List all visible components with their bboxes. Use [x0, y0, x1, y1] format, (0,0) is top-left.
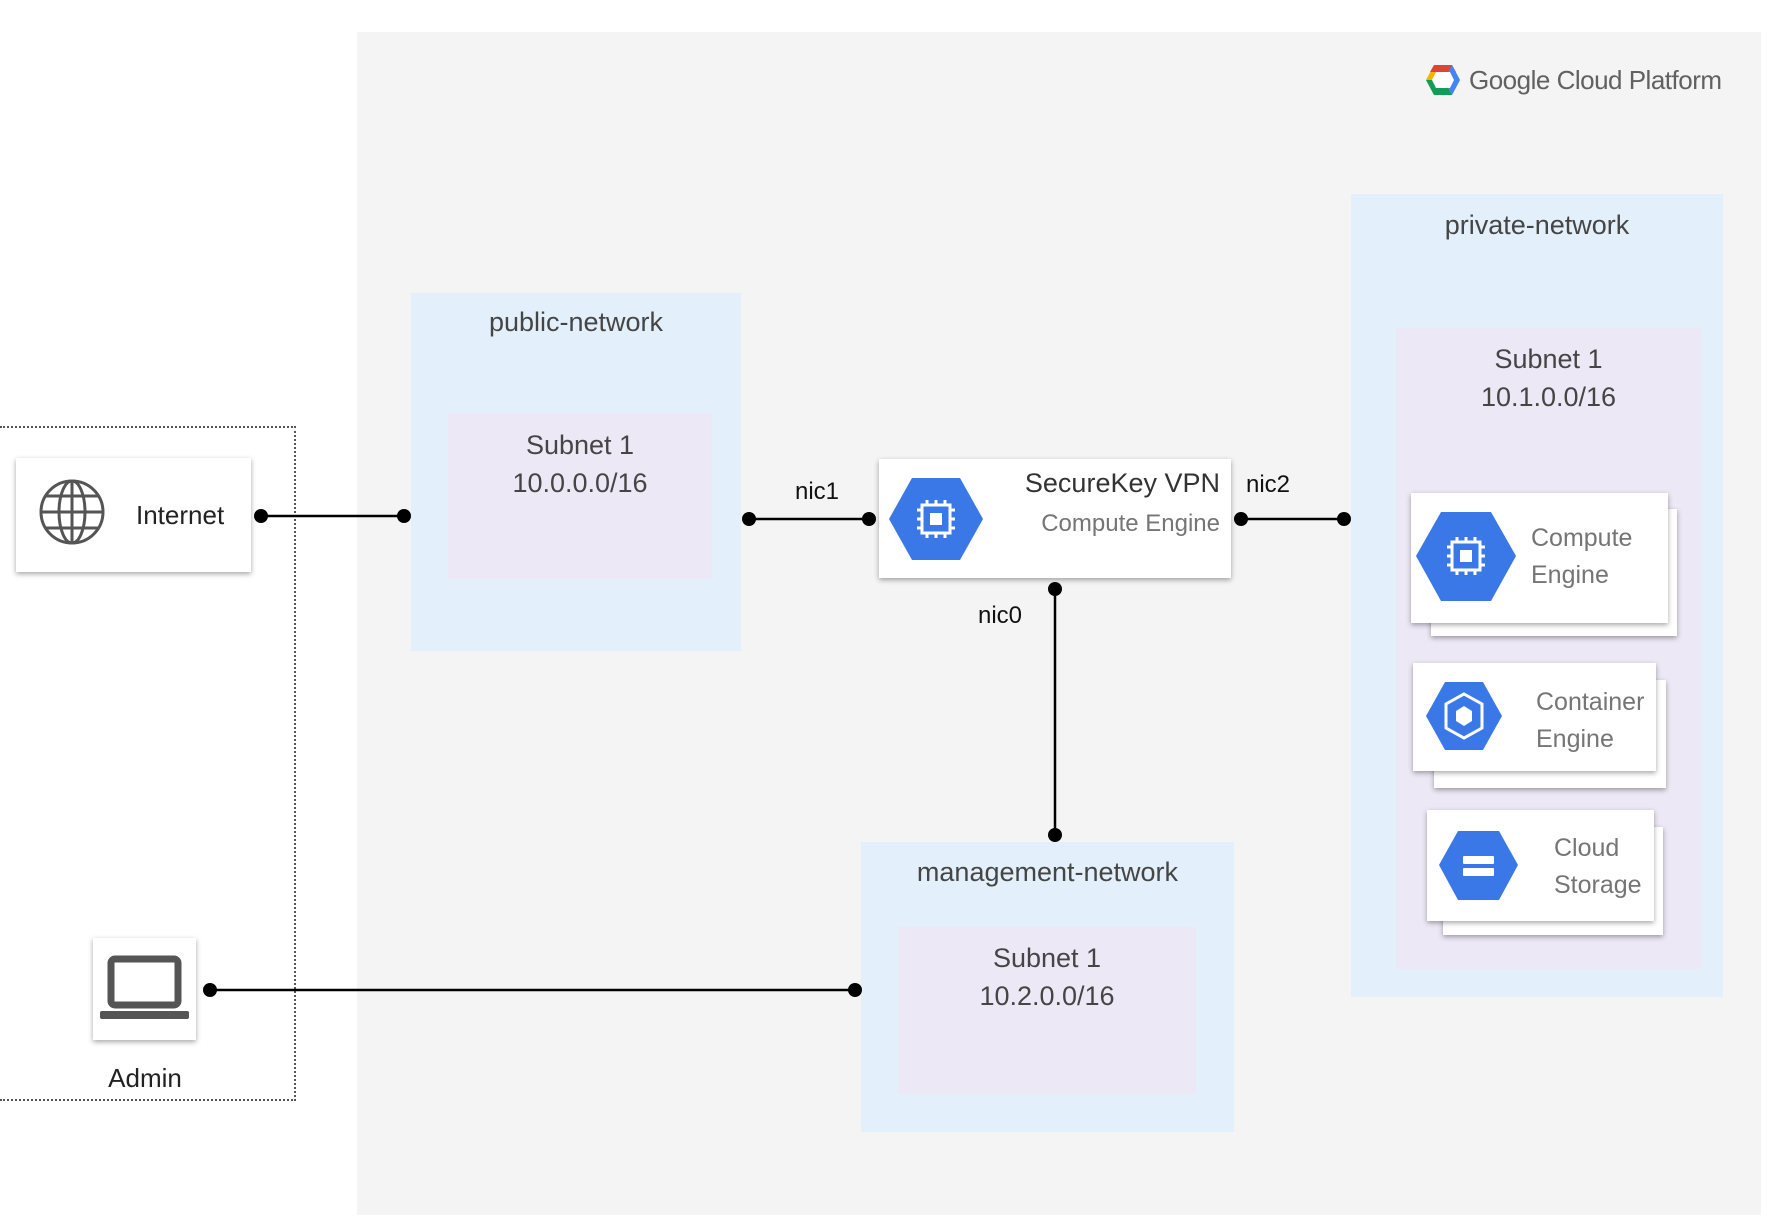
compute-engine-icon — [1415, 510, 1517, 603]
admin-port-dot — [203, 983, 217, 997]
management-port-dot — [1048, 828, 1062, 842]
vpn-nic2-dot — [1234, 512, 1248, 526]
public-net-port-dot — [742, 512, 756, 526]
internet-label: Internet — [136, 500, 225, 530]
service-line1: Container — [1536, 688, 1645, 716]
cloud-storage-icon — [1438, 829, 1519, 902]
public-subnet-cidr: 10.0.0.0/16 — [512, 468, 648, 498]
private-network-label: private-network — [1444, 210, 1630, 240]
vpn-nic1-dot — [862, 512, 876, 526]
service-line1: Cloud — [1554, 834, 1620, 862]
service-line2: Engine — [1531, 561, 1609, 589]
nic1-label: nic1 — [795, 478, 840, 505]
public-subnet-name: Subnet 1 — [525, 430, 635, 460]
public-network-label: public-network — [488, 307, 664, 337]
private-subnet-cidr: 10.1.0.0/16 — [1480, 382, 1617, 412]
management-subnet — [898, 927, 1196, 1094]
management-subnet-name: Subnet 1 — [992, 943, 1102, 973]
nic0-label: nic0 — [978, 602, 1023, 629]
public-subnet — [448, 413, 712, 579]
vpn-title: SecureKey VPN — [1024, 468, 1220, 498]
external-zone — [0, 426, 296, 1101]
service-line2: Engine — [1536, 725, 1614, 753]
management-network-label: management-network — [916, 857, 1179, 887]
gcp-brand-text: Google Cloud Platform — [1469, 64, 1722, 95]
private-subnet-name: Subnet 1 — [1494, 344, 1603, 374]
nic2-label: nic2 — [1246, 471, 1291, 498]
globe-icon — [37, 477, 107, 547]
compute-engine-icon — [888, 476, 984, 562]
container-engine-icon — [1425, 680, 1503, 752]
service-line2: Storage — [1554, 871, 1642, 899]
gcp-logo: Google Cloud Platform — [1425, 62, 1722, 98]
service-line1: Compute — [1531, 524, 1633, 552]
internet-port-dot — [254, 509, 268, 523]
internet-node[interactable] — [16, 458, 251, 572]
management-port-dot — [848, 983, 862, 997]
management-subnet-cidr: 10.2.0.0/16 — [979, 981, 1115, 1011]
admin-label: Admin — [108, 1063, 182, 1093]
vpn-subtitle: Compute Engine — [1041, 510, 1220, 537]
public-net-port-dot — [397, 509, 411, 523]
private-net-port-dot — [1337, 512, 1351, 526]
laptop-icon — [98, 955, 191, 1023]
vpn-nic0-dot — [1048, 582, 1062, 596]
gcp-hexagon-icon — [1426, 65, 1460, 95]
